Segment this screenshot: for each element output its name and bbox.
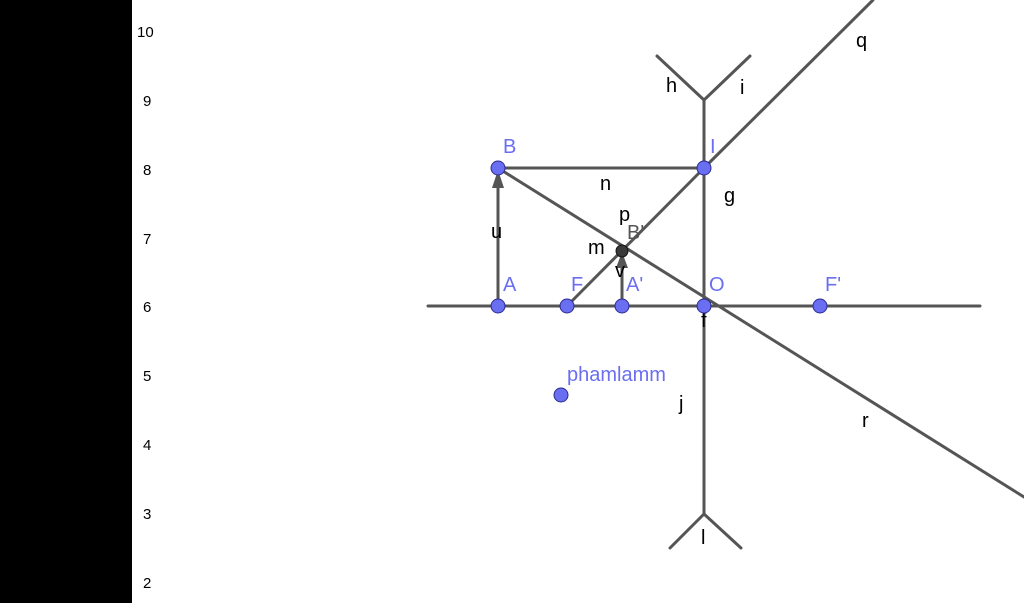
y-tick-2: 2	[143, 575, 151, 592]
y-tick-7: 7	[143, 231, 151, 248]
point-label-B-prime: B'	[627, 222, 644, 244]
vector-u-arrowhead	[492, 170, 504, 188]
label-u: u	[491, 221, 502, 243]
lens-arrow-bottom-right[interactable]	[702, 512, 743, 550]
point-label-F-prime: F'	[825, 274, 841, 296]
label-m: m	[588, 237, 605, 259]
point-O[interactable]	[696, 298, 712, 314]
point-label-A-prime: A'	[626, 274, 643, 296]
label-q: q	[856, 30, 867, 52]
point-B-prime[interactable]	[615, 244, 629, 258]
y-tick-10: 10	[137, 24, 154, 41]
label-g: g	[724, 185, 735, 207]
label-n: n	[600, 173, 611, 195]
label-l: l	[701, 527, 705, 549]
y-axis-ticks: 10 9 8 7 6 5 4 3 2	[137, 24, 154, 592]
label-i: i	[740, 77, 744, 99]
label-j: j	[678, 393, 683, 415]
point-I[interactable]	[696, 160, 712, 176]
y-tick-4: 4	[143, 437, 151, 454]
y-tick-8: 8	[143, 162, 151, 179]
left-panel	[0, 0, 132, 603]
point-label-phamlamm: phamlamm	[567, 364, 666, 386]
point-phamlamm[interactable]	[553, 387, 569, 403]
lens-arrow-bottom-left[interactable]	[668, 512, 706, 550]
point-label-B: B	[503, 136, 516, 158]
ray-q[interactable]	[702, 0, 875, 170]
y-tick-6: 6	[143, 299, 151, 316]
label-r: r	[862, 410, 869, 432]
label-v: v	[615, 260, 625, 282]
point-F-prime[interactable]	[812, 298, 828, 314]
label-h: h	[666, 75, 677, 97]
vector-v-arrowhead	[616, 252, 628, 268]
ray-r[interactable]	[496, 166, 1024, 499]
point-A[interactable]	[490, 298, 506, 314]
point-F[interactable]	[559, 298, 575, 314]
label-p: p	[619, 204, 630, 226]
lens-arrow-h[interactable]	[655, 54, 706, 102]
y-tick-5: 5	[143, 368, 151, 385]
label-f: f	[701, 310, 707, 332]
point-label-A: A	[503, 274, 517, 296]
ray-p-m[interactable]	[565, 166, 706, 308]
y-tick-3: 3	[143, 506, 151, 523]
point-B[interactable]	[490, 160, 506, 176]
point-A-prime[interactable]	[614, 298, 630, 314]
point-label-F: F	[571, 274, 583, 296]
lens-arrow-i[interactable]	[702, 54, 752, 102]
y-tick-9: 9	[143, 93, 151, 110]
point-label-I: I	[710, 136, 716, 158]
point-label-O: O	[709, 274, 725, 296]
